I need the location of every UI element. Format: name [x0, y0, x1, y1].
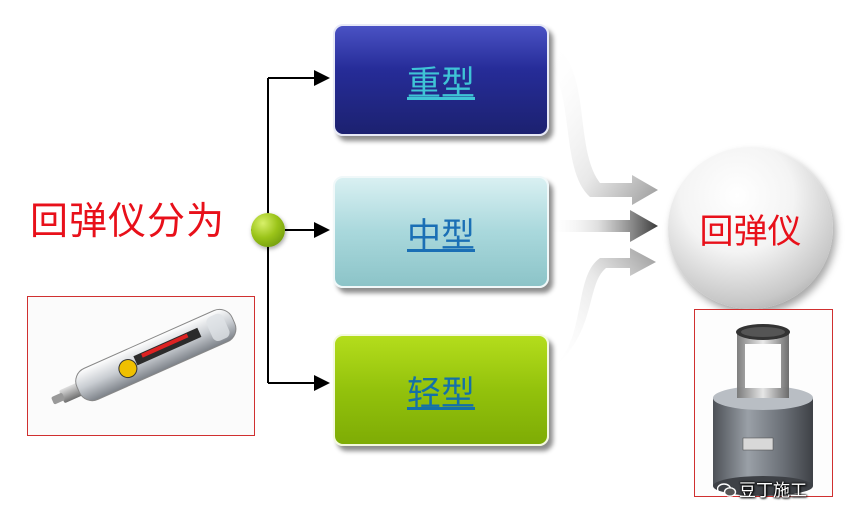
left-label: 回弹仪分为 [30, 199, 226, 243]
watermark-text: 豆丁施工 [739, 481, 807, 501]
rebound-hammer-photo [27, 296, 255, 436]
medium-type-box[interactable]: 中型 [333, 176, 549, 288]
heavy-type-link[interactable]: 重型 [407, 63, 475, 104]
target-label: 回弹仪 [699, 211, 802, 252]
curved-arrow-from-heavy [548, 50, 658, 205]
hub-node [251, 213, 285, 247]
medium-type-link[interactable]: 中型 [407, 215, 475, 256]
watermark: 豆丁施工 [717, 476, 807, 501]
curved-arrow-from-light [548, 248, 656, 372]
heavy-type-box[interactable]: 重型 [333, 24, 549, 136]
steel-anvil-photo [694, 309, 833, 497]
light-type-box[interactable]: 轻型 [333, 334, 549, 446]
target-sphere: 回弹仪 [668, 147, 833, 309]
straight-arrow-from-medium [548, 210, 658, 242]
wechat-icon [717, 483, 737, 497]
light-type-link[interactable]: 轻型 [407, 373, 475, 414]
